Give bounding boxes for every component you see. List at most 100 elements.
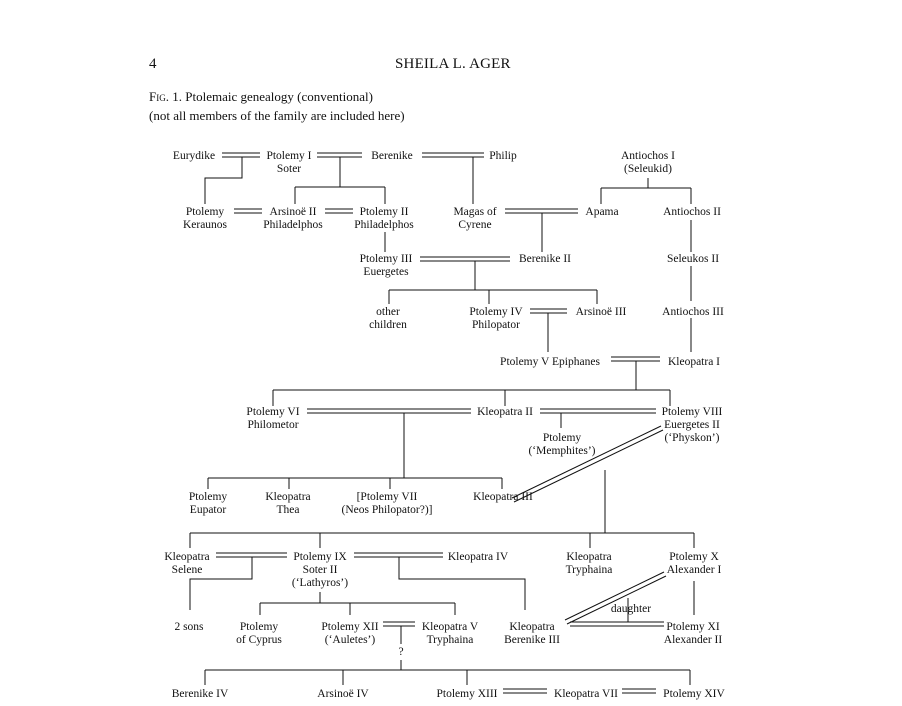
person-name-line: Ptolemy	[543, 432, 582, 444]
person-name-line: Kleopatra VII	[554, 688, 618, 700]
person-kleopatra-iv: Kleopatra IV	[448, 551, 509, 563]
person-antiochos-i: Antiochos I(Seleukid)	[621, 150, 675, 175]
person-name-line: (‘Physkon’)	[665, 432, 720, 444]
figure-note: (not all members of the family are inclu…	[149, 108, 405, 123]
person-name-line: Euergetes	[363, 266, 409, 278]
person-name-line: Magas of	[453, 206, 496, 218]
person-name-line: ?	[398, 646, 403, 658]
person-antiochos-iii: Antiochos III	[662, 306, 724, 318]
person-name-line: Cyrene	[458, 219, 491, 231]
person-name-line: Apama	[585, 206, 618, 218]
figure-label: Fig. 1.	[149, 89, 182, 104]
person-two-sons: 2 sons	[174, 621, 204, 633]
person-name-line: Ptolemy VI	[246, 406, 299, 418]
person-name-line: Philometor	[247, 419, 298, 431]
person-name-line: Kleopatra II	[477, 406, 533, 418]
person-name-line: Kleopatra	[566, 551, 611, 563]
person-name-line: Soter II	[303, 564, 338, 576]
running-head-author: SHEILA L. AGER	[395, 56, 511, 72]
person-name-line: Selene	[172, 564, 203, 576]
person-name-line: Eupator	[190, 504, 227, 516]
person-name-line: Ptolemy XIV	[663, 688, 725, 700]
person-name-line: Arsinoë II	[270, 206, 317, 218]
person-name-line: children	[369, 319, 407, 331]
person-name-line: daughter	[611, 603, 651, 615]
person-name-line: Kleopatra V	[422, 621, 479, 633]
person-ptolemy-xii: Ptolemy XII(‘Auletes’)	[321, 621, 378, 646]
person-name-line: Ptolemy	[240, 621, 279, 633]
person-name-line: Berenike III	[504, 634, 560, 646]
tree-connectors	[189, 152, 695, 694]
person-name-line: Antiochos III	[662, 306, 724, 318]
person-kleopatra-vii: Kleopatra VII	[554, 688, 618, 700]
person-name-line: (Neos Philopator?)]	[341, 504, 432, 516]
person-ptolemy-memphites: Ptolemy(‘Memphites’)	[528, 432, 595, 457]
person-apama: Apama	[585, 206, 618, 218]
person-kleopatra-i: Kleopatra I	[668, 356, 720, 368]
person-name-line: Thea	[277, 504, 300, 516]
person-name-line: Ptolemy	[189, 491, 228, 503]
figure-caption: Fig. 1. Ptolemaic genealogy (conventiona…	[149, 89, 373, 105]
person-berenike-iv: Berenike IV	[172, 688, 229, 700]
person-name-line: Seleukos II	[667, 253, 719, 265]
person-name-line: Ptolemy VIII	[662, 406, 723, 418]
person-name-line: Alexander II	[664, 634, 723, 646]
person-kleopatra-iii: Kleopatra III	[473, 491, 533, 503]
person-name-line: Tryphaina	[566, 564, 613, 576]
person-name-line: Kleopatra III	[473, 491, 533, 503]
person-name-line: (‘Auletes’)	[325, 634, 376, 646]
person-name-line: Ptolemy XII	[321, 621, 378, 633]
person-name-line: (Seleukid)	[624, 163, 672, 175]
person-name-line: Ptolemy XIII	[436, 688, 497, 700]
person-name-line: of Cyprus	[236, 634, 282, 646]
person-question: ?	[398, 646, 403, 658]
person-arsinoe-iii: Arsinoë III	[576, 306, 627, 318]
person-name-line: Ptolemy V Epiphanes	[500, 356, 600, 368]
person-arsinoe-iv: Arsinoë IV	[317, 688, 369, 700]
person-eurydike: Eurydike	[173, 150, 215, 162]
figure-title: Ptolemaic genealogy (conventional)	[185, 89, 373, 104]
person-name-line: Antiochos II	[663, 206, 721, 218]
person-name-line: (‘Memphites’)	[528, 445, 595, 457]
person-name-line: Kleopatra	[509, 621, 554, 633]
person-name-line: Arsinoë III	[576, 306, 627, 318]
page-number: 4	[149, 56, 157, 72]
person-name-line: Arsinoë IV	[317, 688, 369, 700]
person-name-line: Berenike IV	[172, 688, 229, 700]
person-name-line: 2 sons	[174, 621, 204, 633]
person-name-line: Tryphaina	[427, 634, 474, 646]
person-name-line: Ptolemy II	[360, 206, 409, 218]
person-ptolemy-vii: [Ptolemy VII(Neos Philopator?)]	[341, 491, 432, 516]
person-name-line: [Ptolemy VII	[357, 491, 418, 503]
person-name-line: Ptolemy I	[266, 150, 311, 162]
person-name-line: Philadelphos	[263, 219, 323, 231]
person-name-line: Kleopatra I	[668, 356, 720, 368]
person-name-line: Antiochos I	[621, 150, 675, 162]
person-name-line: Ptolemy X	[669, 551, 719, 563]
person-name-line: Ptolemy IV	[469, 306, 523, 318]
person-name-line: Philadelphos	[354, 219, 414, 231]
person-name-line: Kleopatra IV	[448, 551, 509, 563]
person-name-line: Euergetes II	[664, 419, 720, 431]
person-berenike: Berenike	[371, 150, 413, 162]
person-berenike-ii: Berenike II	[519, 253, 571, 265]
